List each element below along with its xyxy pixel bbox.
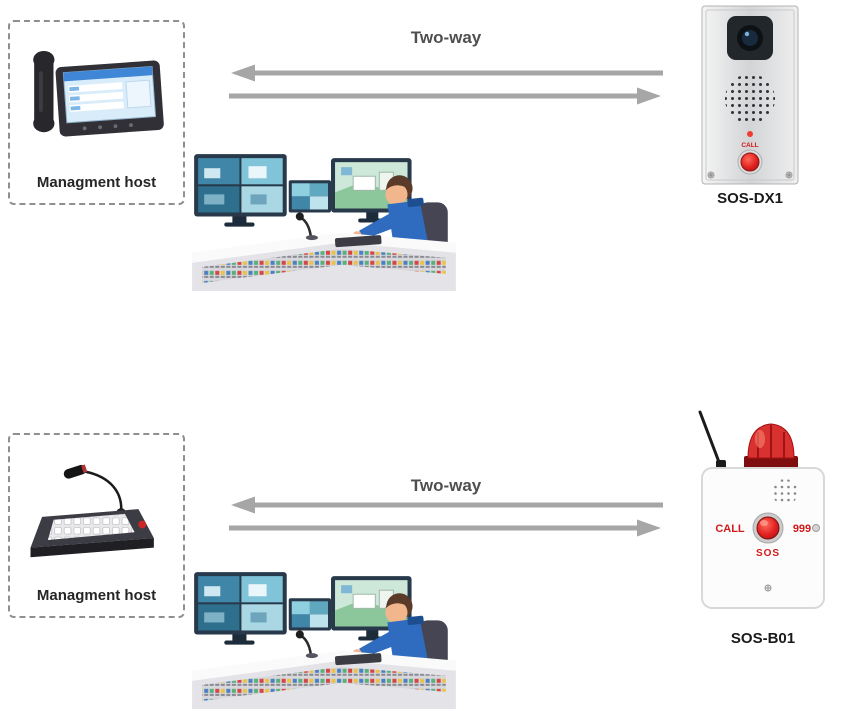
gooseneck-microphone-icon — [63, 464, 126, 518]
small-monitor-icon — [288, 180, 332, 213]
bottom-host-label: Managment host — [36, 587, 157, 604]
talk-button-icon — [137, 520, 146, 529]
keyboard-icon — [334, 235, 382, 248]
arrow-left-icon — [231, 64, 663, 82]
sos-b01-label: SOS-B01 — [730, 630, 796, 647]
paging-console-illustration — [30, 464, 154, 558]
speaker-grille-icon — [772, 479, 798, 505]
phone-handset-icon — [32, 51, 54, 133]
top-management-host-box: Managment host — [8, 20, 185, 205]
arrow-right-icon — [229, 87, 661, 105]
control-room-operator-illustration — [192, 154, 456, 291]
bottom-two-way-arrows — [229, 496, 663, 537]
screw-icon — [812, 524, 820, 532]
b01-call-text: CALL — [715, 523, 745, 535]
top-two-way-arrows — [229, 64, 663, 105]
small-monitor-icon — [288, 598, 332, 631]
call-button-icon — [737, 149, 763, 175]
control-room-operator-illustration — [192, 572, 456, 709]
screw-icon — [785, 171, 793, 179]
sos-b01-illustration: CALL 999 SOS — [698, 410, 825, 609]
bottom-management-host-box: Managment host — [8, 433, 185, 618]
bottom-two-way-label: Two-way — [410, 476, 482, 495]
sos-dx1-illustration: CALL — [701, 5, 799, 185]
beacon-light-icon — [744, 423, 798, 469]
dx1-call-text: CALL — [741, 142, 758, 149]
arrow-left-icon — [231, 496, 663, 514]
cctv-monitor-icon — [194, 572, 287, 645]
ip-phone-illustration — [32, 51, 164, 137]
control-desk-icon — [192, 650, 456, 709]
keypad-icon — [47, 513, 135, 540]
keyboard-icon — [334, 653, 382, 666]
sos-button-icon — [752, 512, 784, 544]
arrow-right-icon — [229, 519, 661, 537]
antenna-icon — [698, 410, 726, 472]
control-desk-icon — [192, 232, 456, 291]
sos-dx1-label: SOS-DX1 — [717, 190, 783, 207]
top-two-way-label: Two-way — [410, 28, 482, 47]
screw-icon — [707, 171, 715, 179]
desk-microphone-icon — [295, 212, 318, 241]
speaker-grille-icon — [725, 74, 775, 124]
camera-icon — [727, 16, 773, 60]
b01-sos-text: SOS — [756, 548, 780, 559]
desk-microphone-icon — [295, 630, 318, 659]
cctv-monitor-icon — [194, 154, 287, 227]
top-host-label: Managment host — [36, 174, 157, 191]
status-led-icon — [747, 131, 753, 137]
b01-999-text: 999 — [793, 523, 811, 535]
screw-icon — [764, 584, 772, 592]
